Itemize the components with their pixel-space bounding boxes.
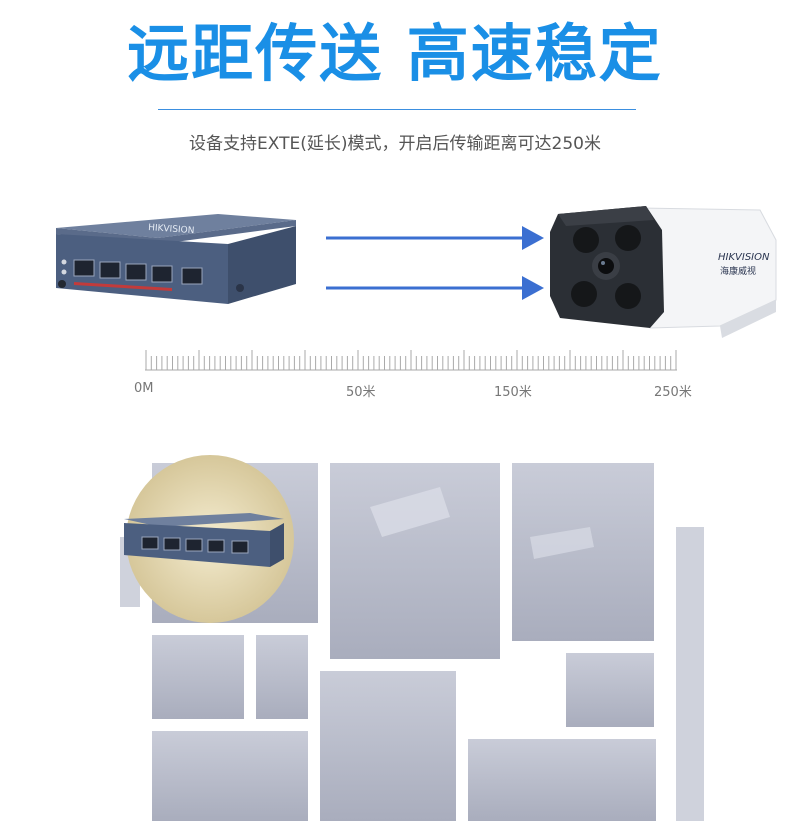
ruler-label-50m: 50米: [346, 385, 376, 400]
camera-brand-label: HIKVISION: [718, 252, 770, 263]
bullet-camera-icon: HIKVISION 海康威视: [550, 206, 777, 338]
page-subtitle: 设备支持EXTE(延长)模式，开启后传输距离可达250米: [189, 134, 601, 154]
ruler-label-0m: 0M: [134, 381, 154, 396]
ruler-label-150m: 150米: [494, 385, 532, 400]
camera-brand-cn-label: 海康威视: [720, 265, 756, 277]
title-divider: [158, 109, 636, 110]
page-title: 远距传送 高速稳定: [127, 17, 663, 90]
right-arrow-icon: [326, 226, 544, 300]
distance-ruler: [145, 350, 677, 371]
poe-switch-icon: HIKVISION: [56, 214, 296, 304]
ruler-label-250m: 250米: [654, 385, 692, 400]
floor-plan-illustration: [120, 451, 704, 821]
switch-brand-label: HIKVISION: [148, 223, 195, 236]
